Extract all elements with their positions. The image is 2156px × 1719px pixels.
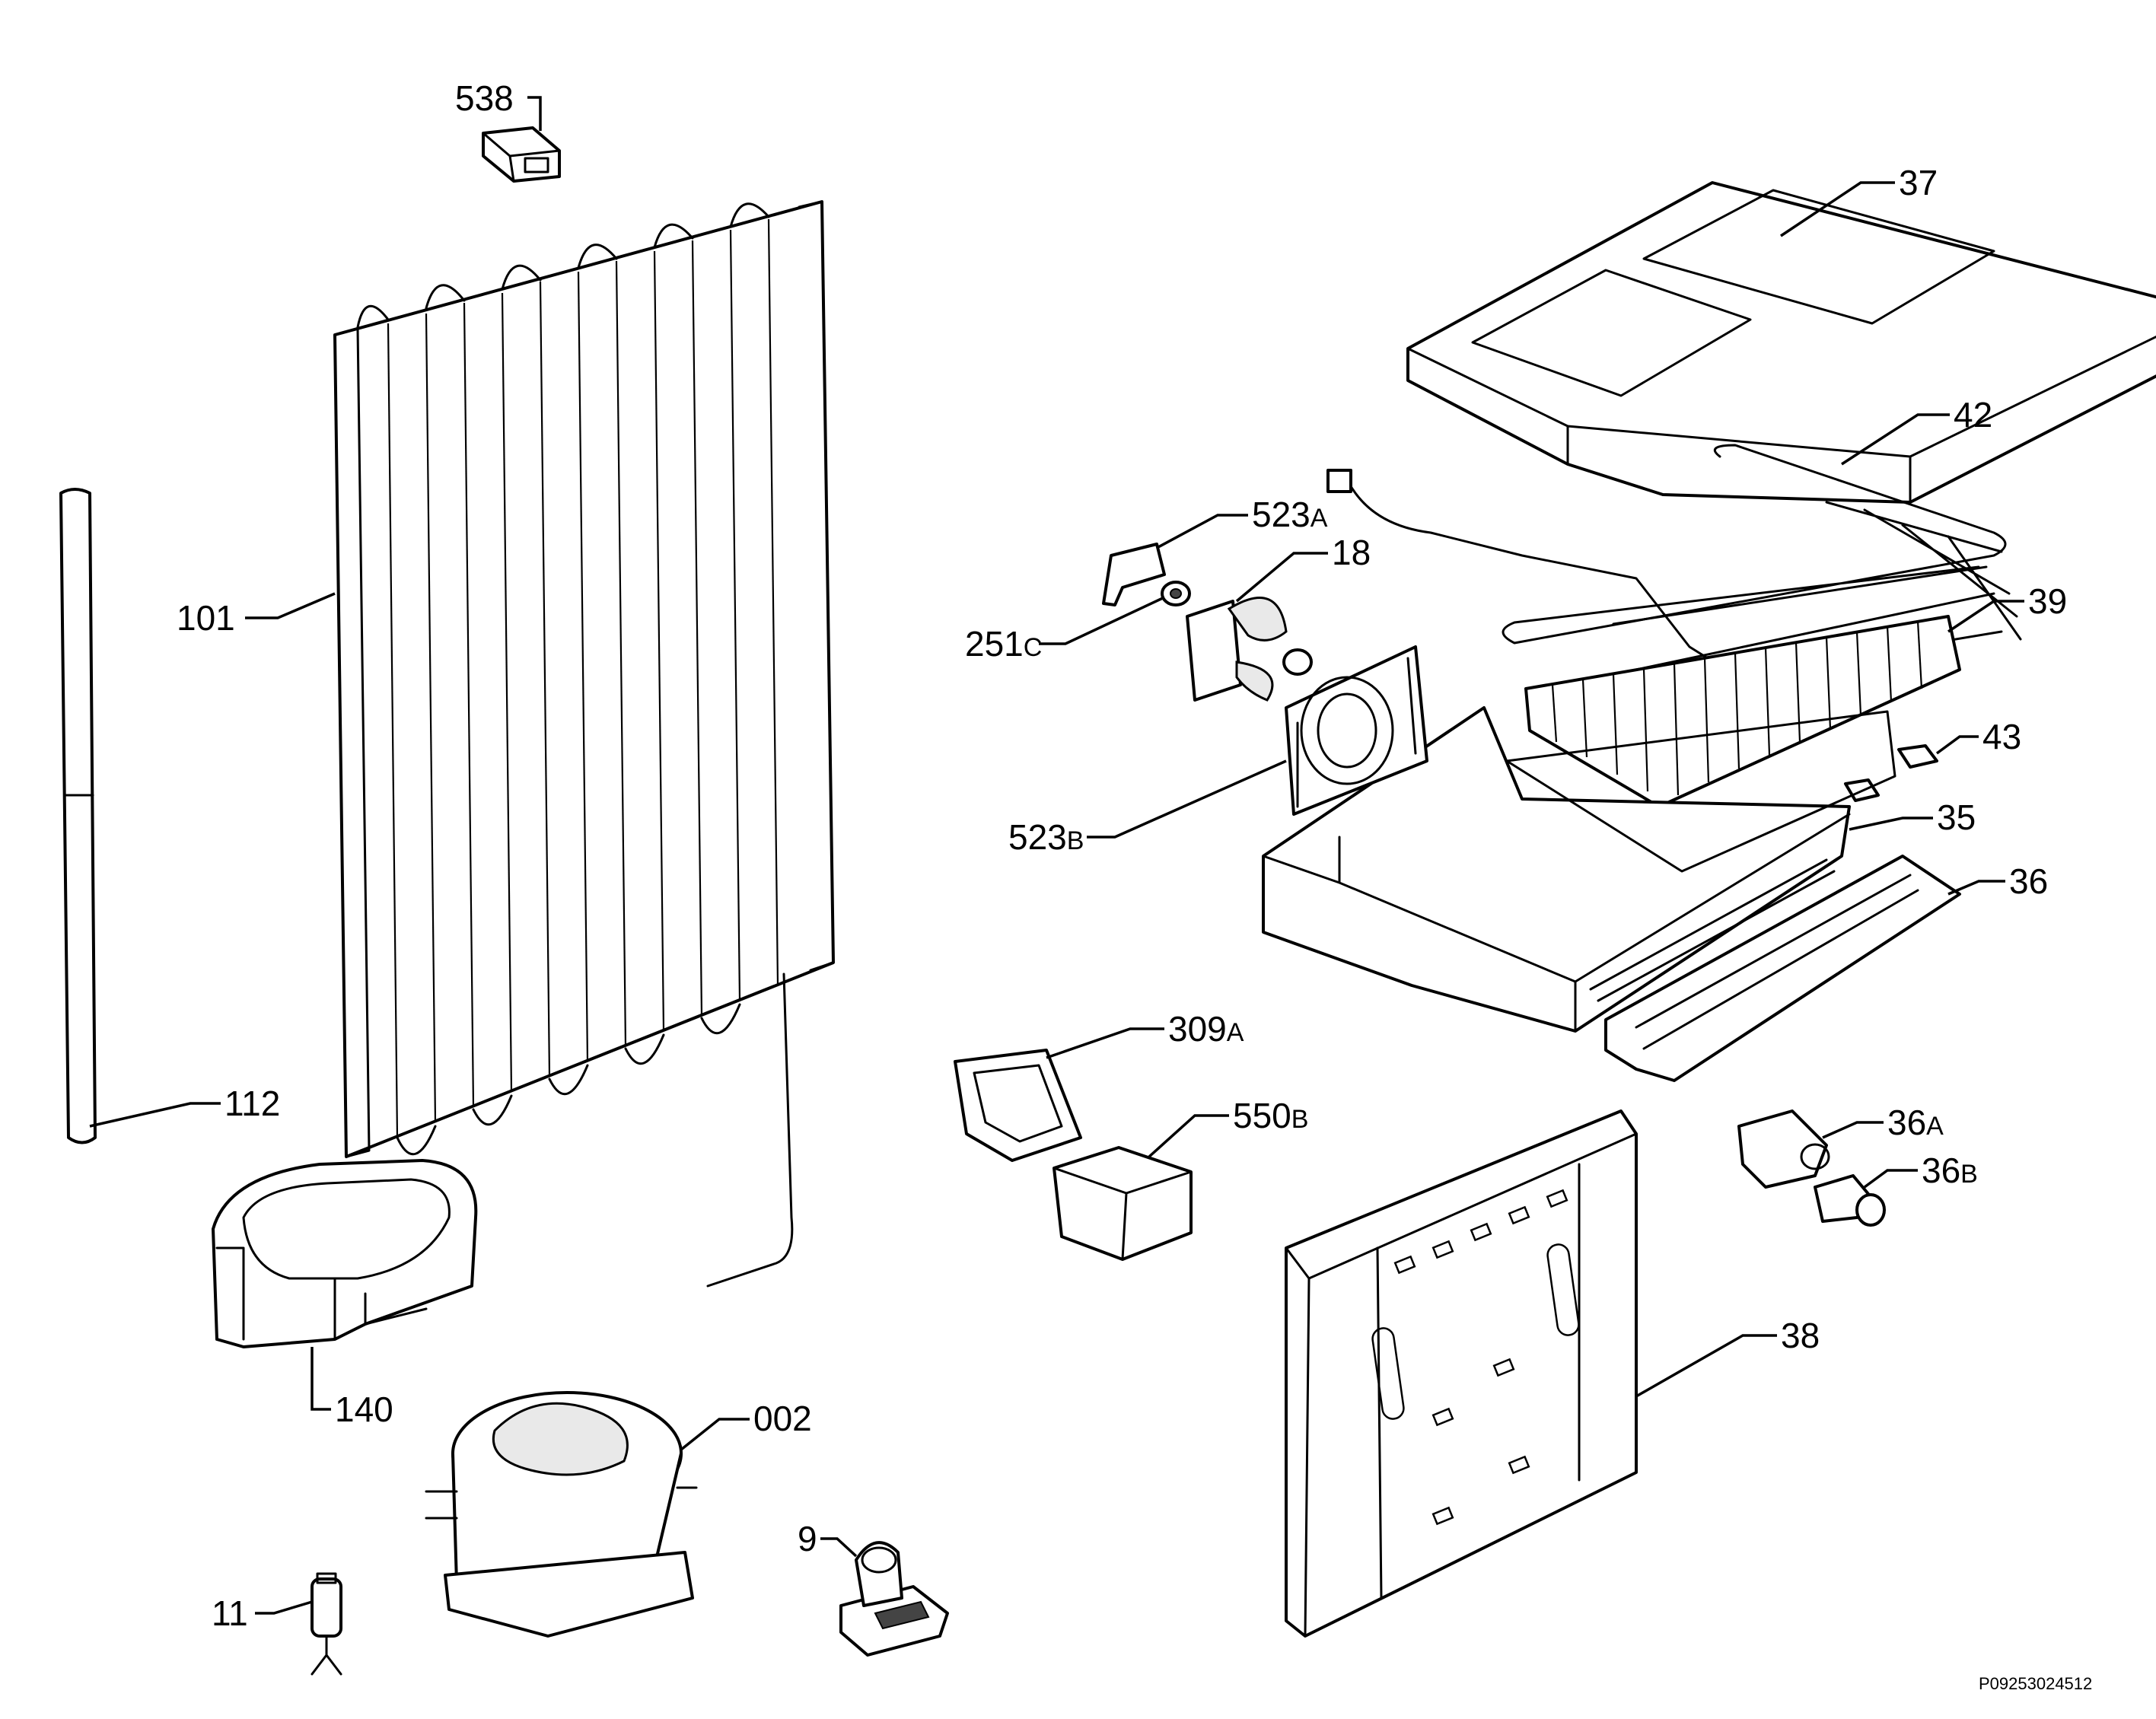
callout-36B: 36B: [1922, 1151, 1978, 1190]
leader-36B: [1863, 1169, 1918, 1189]
part-523B-fan-mount: [1285, 645, 1428, 816]
leader-523A: [1156, 514, 1248, 549]
callout-11: 11: [212, 1593, 248, 1633]
leader-36: [1947, 880, 2005, 896]
leader-lines: [89, 96, 2024, 1615]
part-37-cover: [1406, 181, 2156, 504]
callout-36A: 36A: [1887, 1103, 1944, 1142]
condenser-fins: [387, 218, 779, 1138]
leader-36A: [1822, 1121, 1884, 1139]
callout-labels: 538 101 112 140 002 11 9 37 42 523A 18 2…: [177, 78, 2067, 1633]
part-002-compressor: [425, 1391, 698, 1638]
part-38-panel: [1285, 1109, 1638, 1638]
callout-43: 43: [1982, 717, 2021, 756]
callout-309A: 309A: [1168, 1009, 1244, 1049]
part-101-condenser: [333, 200, 835, 1288]
callout-39: 39: [2028, 581, 2067, 621]
leader-550B: [1148, 1114, 1229, 1158]
part-523A-bracket: [1102, 543, 1166, 606]
part-538-connector: [482, 126, 561, 183]
leader-18: [1235, 552, 1328, 603]
leader-101: [245, 592, 336, 619]
callout-101: 101: [177, 598, 235, 638]
part-42-tubing: [1326, 444, 2022, 713]
leader-538: [527, 96, 542, 131]
leader-9: [820, 1537, 858, 1558]
part-251C-grommet: [1161, 581, 1191, 606]
leader-11: [255, 1600, 313, 1615]
callout-9: 9: [798, 1519, 817, 1558]
leader-42: [1841, 413, 1950, 466]
part-9-clip: [839, 1541, 949, 1657]
part-11-filter: [311, 1572, 342, 1676]
condenser-tube-loops: [356, 202, 770, 1156]
leader-251C: [1039, 596, 1165, 645]
part-112-rod: [59, 488, 97, 1144]
leader-309A: [1046, 1027, 1164, 1059]
leader-112: [89, 1102, 221, 1128]
reference-code: P09253024512: [1979, 1674, 2092, 1693]
leader-523B: [1087, 759, 1287, 839]
leader-140: [311, 1347, 331, 1411]
leader-002: [680, 1418, 750, 1451]
leader-38: [1635, 1334, 1777, 1398]
callout-42: 42: [1954, 395, 1992, 435]
callout-37: 37: [1899, 163, 1938, 202]
callout-523A: 523A: [1252, 495, 1328, 534]
leader-35: [1849, 817, 1933, 831]
callout-112: 112: [225, 1084, 280, 1123]
leader-39: [1947, 600, 2024, 633]
leader-43: [1935, 735, 1979, 755]
callout-35: 35: [1937, 797, 1976, 837]
callout-538: 538: [455, 78, 514, 118]
part-550B-box: [1053, 1146, 1193, 1261]
callout-140: 140: [335, 1390, 393, 1429]
callout-251C: 251C: [965, 624, 1042, 664]
part-36A-switch: [1737, 1109, 1830, 1189]
callout-36: 36: [2009, 861, 2048, 901]
part-35-housing: [1262, 706, 1896, 1033]
part-36-rail: [1604, 855, 1961, 1082]
callout-38: 38: [1781, 1316, 1820, 1355]
callout-550B: 550B: [1233, 1096, 1308, 1135]
leader-37: [1780, 181, 1895, 237]
callout-002: 002: [753, 1399, 812, 1438]
part-140-drip-tray: [212, 1159, 478, 1348]
part-36B-knob: [1814, 1174, 1886, 1227]
callout-523B: 523B: [1008, 817, 1084, 857]
part-39-evaporator: [1524, 615, 1961, 808]
callout-18: 18: [1332, 533, 1371, 572]
part-309A-frame: [954, 1049, 1082, 1162]
part-18-fan: [1186, 597, 1313, 702]
